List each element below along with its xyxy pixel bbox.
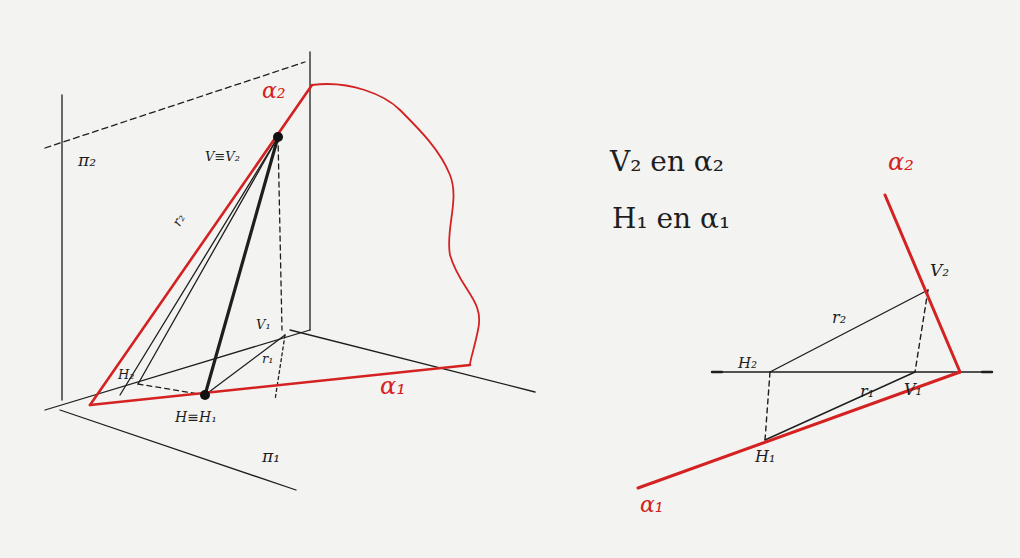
trace-label: α₁ <box>380 374 406 398</box>
plane-label: π₂ <box>78 152 96 169</box>
note-text: V₂ en α₂ <box>610 148 724 176</box>
note-text: H₁ en α₁ <box>612 205 730 233</box>
point-label: H≡H₁ <box>175 410 217 424</box>
point-label: H₁ <box>755 449 775 465</box>
point-label: V₁ <box>256 318 271 331</box>
point-label: H₂ <box>118 368 135 381</box>
trace-label: α₂ <box>888 150 914 174</box>
point-label: V₁ <box>904 382 922 398</box>
line-label: r₁ <box>262 352 273 365</box>
line-label: r₁ <box>860 384 874 400</box>
point-label: V₂ <box>930 262 949 279</box>
line-label: r₂ <box>170 212 187 228</box>
trace-label: α₂ <box>262 80 286 102</box>
trace-label: α₁ <box>640 494 664 516</box>
plane-label: π₁ <box>262 448 280 465</box>
line-label: r₂ <box>832 310 846 326</box>
point-label: V≡V₂ <box>205 150 240 163</box>
point-label: H₂ <box>738 356 757 371</box>
